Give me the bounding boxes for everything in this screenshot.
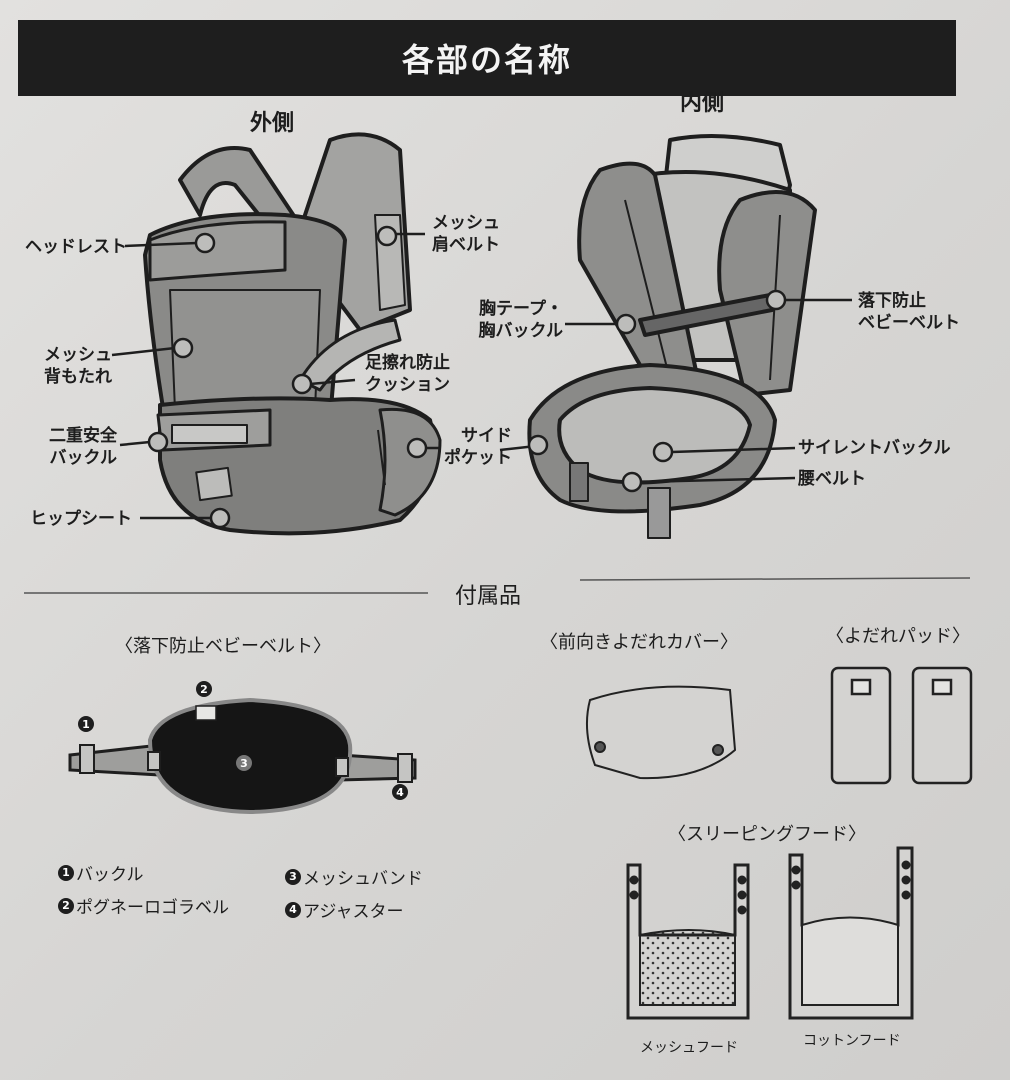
front-cover-illustration (586, 685, 737, 780)
label-waist-belt: 腰ベルト (798, 469, 866, 489)
inner-leader-lines (499, 289, 852, 493)
legend-num-3: 3 (285, 868, 301, 885)
label-double-buckle: 二重安全 バックル (49, 426, 117, 468)
fall-belt-illustration (68, 697, 417, 815)
label-foot-cushion: 足擦れ防止 クッション (365, 353, 450, 395)
legend-item-3: 3 メッシュバンド (285, 864, 423, 889)
marker-2: 2 (196, 681, 212, 697)
label-mesh-back: メッシュ 背もたれ (44, 345, 112, 387)
legend-num-4: 4 (285, 901, 301, 918)
legend-text-1: バックル (76, 865, 144, 885)
front-cover-title: 〈前向きよだれカバー〉 (540, 632, 738, 653)
legend-item-4: 4 アジャスター (285, 897, 403, 922)
outer-leader-lines (111, 225, 440, 529)
outer-header: 外側 (250, 111, 295, 136)
mesh-hood-caption: メッシュフード (640, 1040, 738, 1056)
label-fall-belt: 落下防止 ベビーベルト (858, 291, 960, 333)
label-silent-buckle: サイレントバックル (798, 438, 951, 458)
marker-3: 3 (236, 755, 252, 771)
legend-text-4: アジャスター (303, 902, 404, 922)
legend-item-1: 1 バックル (58, 860, 144, 885)
label-mesh-shoulder-belt: メッシュ 肩ベルト (432, 213, 500, 255)
cotton-hood-caption: コットンフード (803, 1033, 901, 1049)
label-headrest: ヘッドレスト (25, 237, 127, 257)
outer-carrier-illustration (143, 132, 442, 536)
legend-num-2: 2 (58, 897, 74, 914)
legend-text-3: メッシュバンド (303, 869, 423, 889)
marker-1: 1 (78, 716, 94, 732)
label-chest-tape: 胸テープ・ 胸バックル (478, 299, 564, 341)
inner-carrier-illustration (527, 134, 817, 539)
label-hip-seat: ヒップシート (30, 509, 132, 529)
mesh-hood-illustration (626, 863, 750, 1020)
accessories-header: 付属品 (455, 584, 522, 609)
cotton-hood-illustration (788, 846, 914, 1020)
page-title: 各部の名称 (18, 20, 956, 96)
sleeping-hood-title: 〈スリーピングフード〉 (668, 824, 866, 845)
inner-header: 内側 (680, 91, 725, 116)
fall-belt-title: 〈落下防止ベビーベルト〉 (115, 636, 331, 657)
legend-num-1: 1 (58, 864, 74, 881)
drool-pads-illustration (830, 666, 973, 785)
legend-item-2: 2 ポグネーロゴラベル (58, 893, 229, 918)
legend-text-2: ポグネーロゴラベル (76, 898, 229, 918)
label-side-pocket: サイド ポケット (444, 426, 512, 468)
drool-pad-title: 〈よだれパッド〉 (826, 626, 970, 647)
marker-4: 4 (392, 784, 408, 800)
